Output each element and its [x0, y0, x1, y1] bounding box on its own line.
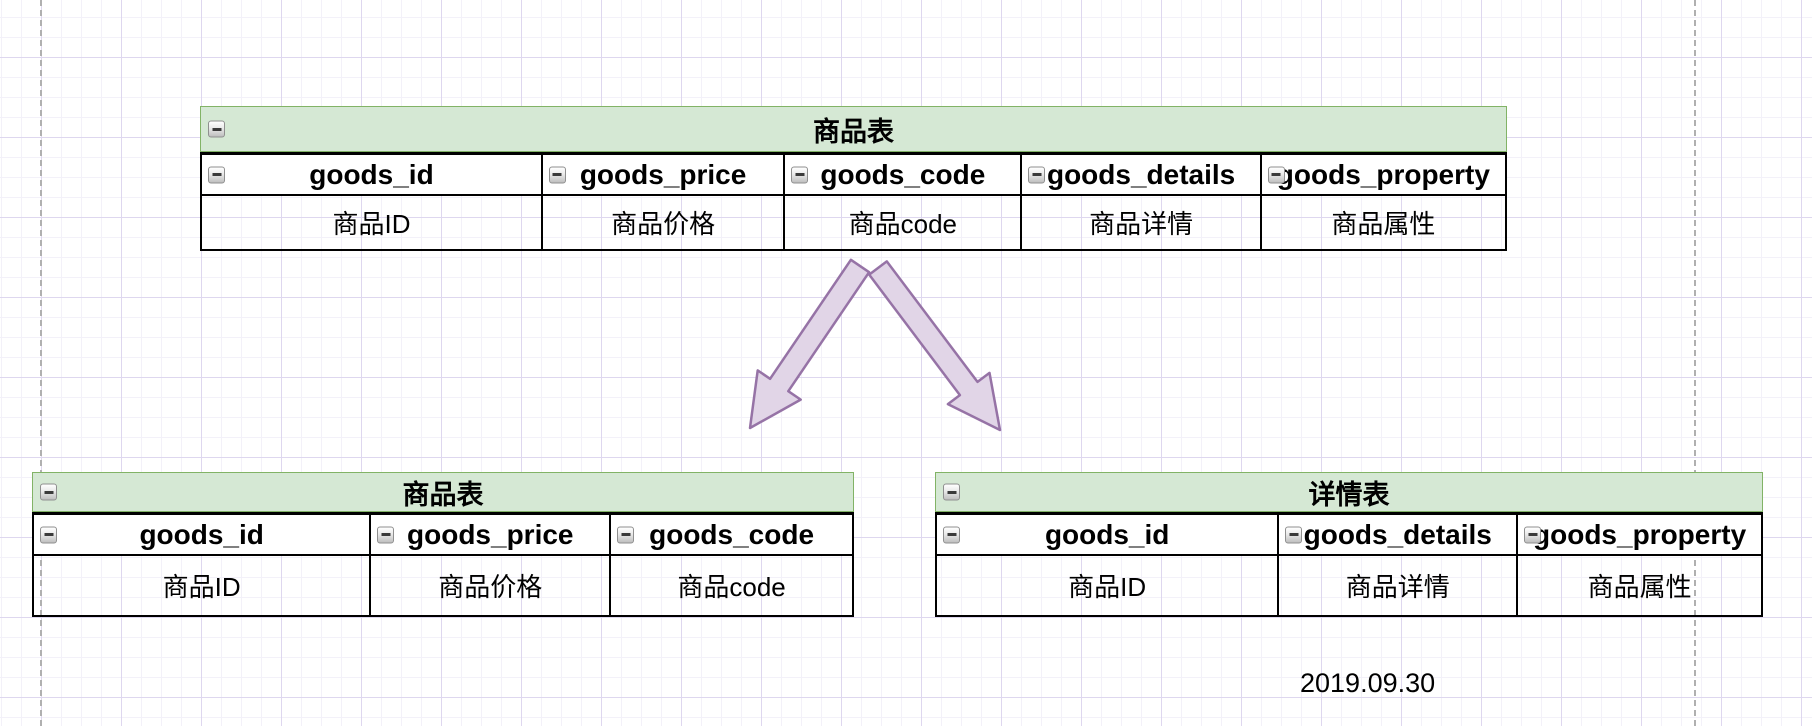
column-name: goods_price [407, 518, 574, 550]
table-source-title-row[interactable]: 商品表 [200, 106, 1507, 152]
column-header-goods-code[interactable]: goods_code [611, 515, 852, 556]
column-header-goods-property[interactable]: goods_property [1518, 515, 1761, 556]
column-name: goods_code [649, 518, 815, 550]
column-name: goods_price [579, 158, 747, 190]
collapse-icon[interactable] [40, 483, 57, 501]
column-header-goods-details[interactable]: goods_details [1022, 155, 1262, 196]
column-name: goods_property [1276, 158, 1490, 190]
column-desc-cell[interactable]: 商品属性 [1587, 572, 1692, 602]
column-desc-cell[interactable]: 商品属性 [1331, 209, 1436, 239]
table-title: 商品表 [402, 479, 484, 510]
collapse-icon[interactable] [943, 483, 960, 501]
table-title: 商品表 [813, 116, 894, 147]
column-header-goods-price[interactable]: goods_price [371, 515, 612, 556]
collapse-icon[interactable] [1285, 526, 1303, 543]
collapse-icon[interactable] [617, 526, 635, 543]
column-header-goods-id[interactable]: goods_id [202, 155, 543, 196]
page-break-line-left [40, 0, 42, 726]
column-desc-cell[interactable]: 商品code [677, 572, 786, 602]
column-desc-cell[interactable]: 商品ID [202, 196, 543, 249]
column-name: goods_details [1303, 518, 1492, 550]
split-arrow-right[interactable] [867, 260, 1002, 432]
split-arrow-left[interactable] [748, 258, 871, 430]
column-header-goods-id[interactable]: goods_id [937, 515, 1280, 556]
column-desc-cell[interactable]: 商品价格 [543, 196, 786, 249]
column-header-goods-code[interactable]: goods_code [785, 155, 1023, 196]
collapse-icon[interactable] [40, 526, 57, 543]
table-split-left-title-row[interactable]: 商品表 [32, 472, 854, 512]
collapse-icon[interactable] [1028, 166, 1046, 183]
collapse-icon[interactable] [1267, 166, 1285, 183]
collapse-icon[interactable] [943, 526, 960, 543]
column-desc-cell[interactable]: 商品价格 [371, 556, 612, 615]
date-label: 2019.09.30 [1300, 668, 1436, 698]
column-name: goods_property [1533, 518, 1747, 550]
collapse-icon[interactable] [377, 526, 395, 543]
column-desc-cell[interactable]: 商品详情 [1279, 556, 1519, 615]
column-header-goods-price[interactable]: goods_price [542, 155, 786, 196]
column-desc-cell[interactable]: 商品code [785, 196, 1023, 249]
collapse-icon[interactable] [208, 166, 225, 183]
collapse-icon[interactable] [548, 166, 566, 183]
column-header-goods-property[interactable]: goods_property [1261, 155, 1505, 196]
column-header-goods-id[interactable]: goods_id [34, 515, 372, 556]
column-header-goods-details[interactable]: goods_details [1279, 515, 1519, 556]
column-name: goods_id [309, 158, 434, 190]
table-split-right-title-row[interactable]: 详情表 [935, 472, 1763, 512]
collapse-icon[interactable] [1524, 526, 1542, 543]
collapse-icon[interactable] [791, 166, 809, 183]
column-name: goods_code [820, 158, 986, 190]
table-title: 详情表 [1308, 479, 1390, 510]
table-source[interactable]: 商品表 goods_id goods_price goods_code good… [200, 106, 1507, 251]
page-break-line-right [1694, 0, 1696, 726]
column-name: goods_id [1044, 518, 1170, 550]
column-name: goods_details [1046, 158, 1236, 190]
collapse-icon[interactable] [208, 120, 225, 138]
column-desc-cell[interactable]: 商品ID [34, 556, 372, 615]
column-desc-cell[interactable]: 商品详情 [1022, 196, 1262, 249]
column-desc-cell[interactable]: 商品ID [937, 556, 1280, 615]
column-name: goods_id [139, 518, 264, 550]
table-split-left[interactable]: 商品表 goods_id goods_price goods_code 商品ID… [32, 472, 854, 617]
table-split-right[interactable]: 详情表 goods_id goods_details goods_propert… [935, 472, 1763, 617]
